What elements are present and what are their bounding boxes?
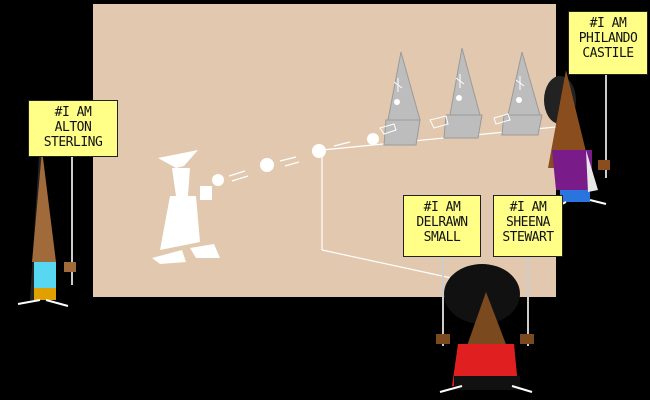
sign-philando-castile: #I AM PHILANDO CASTILE — [568, 11, 648, 75]
hood-figure-2 — [443, 47, 483, 139]
artist-signature: Gi ki — [448, 272, 482, 290]
bullet-trails — [228, 141, 351, 182]
figure-alton — [17, 140, 76, 307]
figure-philando — [544, 70, 610, 207]
guns — [379, 113, 511, 135]
sign-delrawn-small: #I AM DELRAWN SMALL — [403, 195, 481, 257]
hood-figure-3 — [501, 51, 543, 136]
hooded-figures — [379, 47, 543, 146]
sign-sheena-stewart: #I AM SHEENA STEWART — [493, 195, 563, 257]
white-silhouette-figure — [152, 150, 220, 264]
figure-delrawn-sheena — [436, 257, 534, 393]
bullets — [212, 133, 379, 186]
hood-figure-1 — [383, 51, 421, 146]
sign-alton-sterling: #I AM ALTON STERLING — [28, 100, 118, 157]
